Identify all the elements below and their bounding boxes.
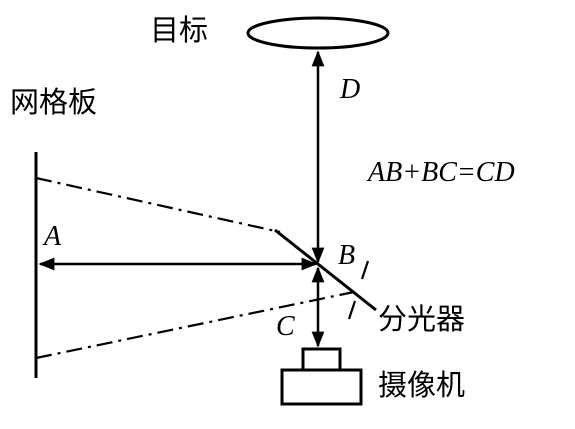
upper-field-line <box>35 176 281 234</box>
target-ellipse <box>246 16 390 50</box>
camera-body <box>280 368 363 406</box>
lower-field-line <box>35 290 355 360</box>
reticle-label: 网格板 <box>10 85 97 119</box>
point-d-label: D <box>339 74 360 105</box>
point-c-label: C <box>276 311 295 342</box>
camera-lens <box>301 347 342 372</box>
camera-label: 摄像机 <box>378 368 465 402</box>
point-a-label: A <box>42 221 62 252</box>
point-b-label: B <box>338 240 355 271</box>
beam-splitter <box>274 228 377 312</box>
target-label: 目标 <box>150 13 208 47</box>
beam-splitter-label: 分光器 <box>378 302 465 336</box>
splitter-tick-upper <box>360 260 370 280</box>
equation-label: AB+BC=CD <box>366 157 515 188</box>
splitter-tick-lower <box>347 300 357 320</box>
